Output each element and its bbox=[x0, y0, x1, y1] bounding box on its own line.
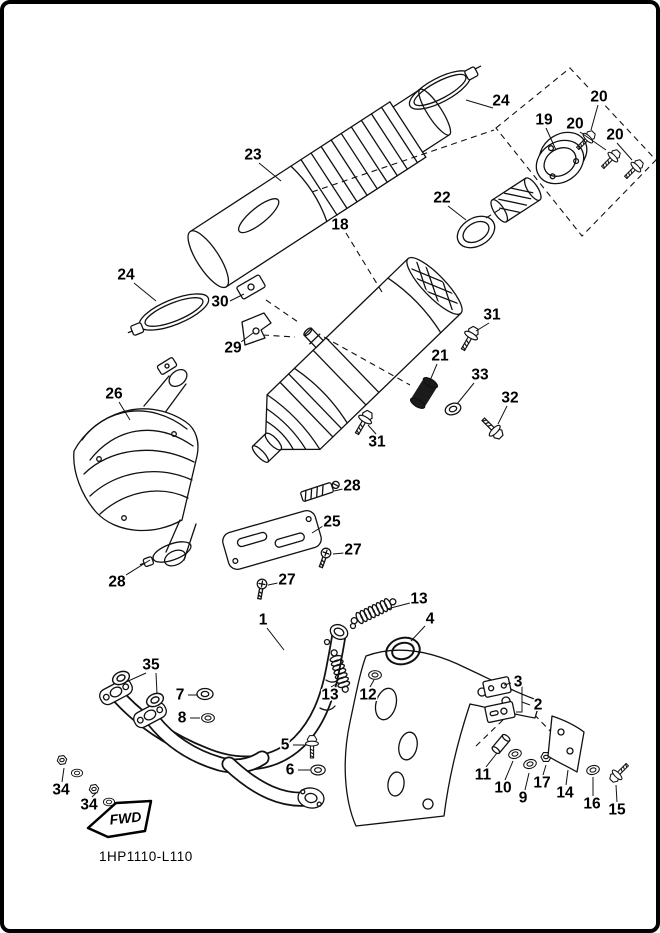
washer-6 bbox=[310, 764, 326, 776]
flange-bolt-31a bbox=[456, 323, 483, 354]
part-callout-23: 23 bbox=[244, 147, 262, 164]
part-callout-4: 4 bbox=[426, 611, 435, 628]
part-code: 1HP1110-L110 bbox=[99, 849, 193, 864]
part-callout-27: 27 bbox=[344, 542, 361, 559]
mount-bolt-32 bbox=[477, 413, 507, 443]
part-callout-29: 29 bbox=[224, 340, 242, 357]
part-callout-32: 32 bbox=[501, 390, 518, 407]
nut-34a bbox=[56, 754, 68, 766]
exhaust-parts-diagram: 2420192020232218243031292133263231282527… bbox=[51, 65, 656, 864]
cap-bolt-20b bbox=[597, 146, 624, 173]
stay-bracket-30 bbox=[236, 274, 266, 300]
header-pipes bbox=[99, 622, 357, 809]
part-callout-30: 30 bbox=[211, 294, 228, 311]
rubber-damper-21 bbox=[409, 376, 439, 410]
muffler-end-cap-assembly bbox=[456, 127, 647, 249]
bolt-15 bbox=[606, 759, 633, 786]
screw-27a bbox=[315, 546, 333, 570]
part-callout-1: 1 bbox=[259, 612, 268, 629]
part-callout-2: 2 bbox=[534, 697, 543, 714]
tension-spring-13b bbox=[329, 649, 351, 693]
group-brace-2 bbox=[516, 679, 523, 713]
part-callout-9: 9 bbox=[519, 790, 528, 807]
grommet-8 bbox=[201, 713, 215, 723]
washer-16 bbox=[585, 763, 601, 777]
stay-bracket-3 bbox=[482, 676, 512, 698]
part-callout-15: 15 bbox=[608, 802, 626, 819]
part-callout-6: 6 bbox=[286, 762, 295, 779]
part-callout-19: 19 bbox=[535, 112, 553, 129]
stay-bracket-2 bbox=[484, 700, 516, 724]
washer-7 bbox=[196, 687, 214, 701]
part-callout-12: 12 bbox=[359, 687, 376, 704]
part-callout-5: 5 bbox=[281, 737, 290, 754]
collar-11 bbox=[491, 733, 511, 755]
tension-spring-13a bbox=[350, 598, 397, 625]
fwd-label: FWD bbox=[109, 808, 142, 827]
part-callout-17: 17 bbox=[533, 775, 550, 792]
protector-plate-25 bbox=[222, 509, 322, 571]
cap-bolt-20c bbox=[620, 156, 647, 183]
band-clamp-upper bbox=[408, 65, 482, 110]
part-callout-11: 11 bbox=[475, 767, 492, 784]
fwd-direction-marker: FWD bbox=[86, 799, 153, 839]
part-callout-34: 34 bbox=[52, 782, 70, 799]
part-callout-27: 27 bbox=[278, 572, 295, 589]
part-callout-34: 34 bbox=[80, 797, 98, 814]
part-callout-13: 13 bbox=[321, 687, 339, 704]
part-callout-35: 35 bbox=[142, 657, 160, 674]
assembly-dashed-lines bbox=[262, 67, 656, 747]
front-pipe-shield-26 bbox=[73, 357, 199, 567]
part-callout-28: 28 bbox=[343, 478, 361, 495]
part-callout-18: 18 bbox=[331, 217, 349, 234]
perforated-tube bbox=[490, 177, 542, 223]
part-callout-21: 21 bbox=[431, 348, 449, 365]
washer-33 bbox=[442, 400, 464, 418]
part-callout-10: 10 bbox=[494, 780, 511, 797]
screw-27b bbox=[254, 577, 269, 601]
washer-9 bbox=[522, 757, 538, 771]
part-callout-31: 31 bbox=[368, 434, 386, 451]
part-callout-14: 14 bbox=[556, 785, 574, 802]
leader-lines bbox=[61, 99, 633, 803]
nut-34b bbox=[88, 783, 100, 795]
gasket-4 bbox=[385, 636, 421, 666]
heat-shield-14 bbox=[547, 715, 585, 773]
part-callout-22: 22 bbox=[433, 190, 450, 207]
washer-10 bbox=[507, 747, 523, 761]
pipe-clamp-28a bbox=[300, 480, 340, 502]
band-clamp-left bbox=[127, 293, 210, 336]
part-callout-33: 33 bbox=[471, 367, 489, 384]
bolt-5 bbox=[305, 735, 319, 759]
part-callout-13: 13 bbox=[410, 591, 428, 608]
part-callout-24: 24 bbox=[117, 267, 135, 284]
tail-silencer bbox=[187, 88, 452, 289]
part-callout-26: 26 bbox=[105, 386, 123, 403]
part-callout-3: 3 bbox=[514, 674, 523, 691]
part-callout-8: 8 bbox=[178, 710, 187, 727]
part-callout-20: 20 bbox=[590, 89, 607, 106]
part-callout-16: 16 bbox=[583, 796, 601, 813]
part-callout-25: 25 bbox=[323, 514, 341, 531]
washer-12 bbox=[368, 670, 382, 680]
end-cap-19 bbox=[535, 131, 588, 185]
part-callout-28: 28 bbox=[108, 574, 126, 591]
part-callout-20: 20 bbox=[606, 127, 623, 144]
part-callout-24: 24 bbox=[492, 93, 510, 110]
part-callout-31: 31 bbox=[483, 307, 501, 324]
part-callout-20: 20 bbox=[566, 116, 583, 133]
gasket-ring-22 bbox=[456, 215, 496, 249]
part-callout-7: 7 bbox=[176, 687, 185, 704]
washer-34a bbox=[70, 768, 84, 778]
stay-bracket-29 bbox=[241, 312, 272, 346]
pipe-clamp-28b bbox=[139, 541, 192, 568]
